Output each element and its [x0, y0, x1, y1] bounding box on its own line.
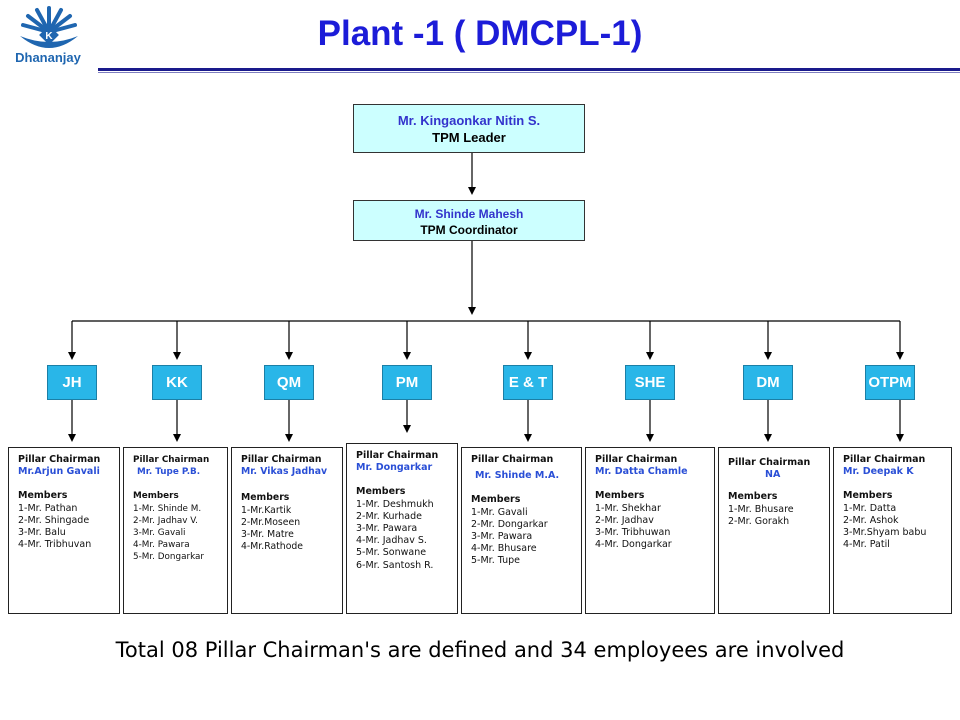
dhananjay-logo: K — [20, 6, 78, 48]
card-chairman: Mr. Dongarkar — [356, 462, 433, 474]
member-item: 5-Mr. Tupe — [471, 555, 520, 567]
logo-wordmark: Dhananjay — [15, 50, 81, 65]
card-chairman: Mr. Tupe P.B. — [137, 467, 201, 478]
card-chairman: Mr. Shinde M.A. — [475, 470, 560, 482]
member-item: 5-Mr. Sonwane — [356, 547, 427, 559]
card-dm: Pillar Chairman NA Members 1-Mr. Bhusare… — [718, 447, 830, 614]
card-jh: Pillar Chairman Mr.Arjun Gavali Members … — [8, 447, 120, 614]
card-members-label: Members — [595, 490, 645, 502]
member-item: 4-Mr. Pawara — [133, 540, 190, 551]
card-chairman: Mr.Arjun Gavali — [18, 466, 100, 478]
pillar-jh: JH — [47, 365, 97, 400]
member-item: 1-Mr. Deshmukh — [356, 498, 434, 510]
card-she: Pillar Chairman Mr. Datta Chamle Members… — [585, 447, 715, 614]
page-title: Plant -1 ( DMCPL-1) — [317, 14, 643, 53]
summary-footer: Total 08 Pillar Chairman's are defined a… — [115, 638, 845, 662]
card-heading: Pillar Chairman — [133, 455, 210, 465]
card-chairman: Mr. Vikas Jadhav — [241, 466, 328, 478]
member-item: 2-Mr. Jadhav V. — [133, 515, 198, 526]
leader-name: Mr. Kingaonkar Nitin S. — [397, 113, 541, 128]
pillar-kk: KK — [152, 365, 202, 400]
card-members-label: Members — [471, 494, 521, 506]
member-item: 1-Mr. Pathan — [18, 502, 78, 514]
card-pm: Pillar Chairman Mr. Dongarkar Members 1-… — [346, 443, 458, 614]
card-heading: Pillar Chairman — [728, 457, 811, 468]
member-item: 2-Mr. Ashok — [843, 514, 899, 526]
member-item: 3-Mr. Gavali — [133, 528, 186, 539]
member-item: 4-Mr. Jadhav S. — [356, 535, 427, 547]
card-members-label: Members — [133, 491, 179, 502]
pillar-dm: DM — [743, 365, 793, 400]
svg-text:K: K — [45, 31, 53, 42]
card-chairman: Mr. Datta Chamle — [595, 466, 688, 478]
member-item: 4-Mr. Patil — [843, 539, 890, 551]
card-otpm: Pillar Chairman Mr. Deepak K Members 1-M… — [833, 447, 952, 614]
card-heading: Pillar Chairman — [356, 450, 439, 461]
leader-role: TPM Leader — [432, 130, 506, 145]
member-item: 4-Mr. Bhusare — [471, 543, 537, 555]
member-item: 4-Mr.Rathode — [241, 541, 304, 553]
pillar-she: SHE — [625, 365, 675, 400]
member-item: 1-Mr. Gavali — [471, 506, 528, 518]
member-item: 3-Mr. Matre — [241, 529, 294, 541]
member-item: 2-Mr. Gorakh — [728, 515, 790, 527]
member-item: 2-Mr. Shingade — [18, 514, 90, 526]
card-heading: Pillar Chairman — [18, 454, 101, 465]
card-kk: Pillar Chairman Mr. Tupe P.B. Members 1-… — [123, 447, 228, 614]
card-qm: Pillar Chairman Mr. Vikas Jadhav Members… — [231, 447, 343, 614]
member-item: 1-Mr. Shinde M. — [133, 503, 202, 514]
pillar-otpm: OTPM — [865, 365, 915, 400]
member-item: 4-Mr. Dongarkar — [595, 539, 672, 551]
card-members-label: Members — [728, 491, 778, 503]
coordinator-role: TPM Coordinator — [420, 223, 518, 237]
tpm-leader-box: Mr. Kingaonkar Nitin S. TPM Leader — [353, 104, 585, 153]
title-divider-thin — [98, 72, 960, 73]
card-chairman: NA — [765, 469, 781, 481]
member-item: 2-Mr.Moseen — [241, 516, 301, 528]
member-item: 3-Mr. Balu — [18, 527, 66, 539]
card-heading: Pillar Chairman — [595, 454, 678, 465]
card-heading: Pillar Chairman — [241, 454, 322, 465]
member-item: 1-Mr.Kartik — [241, 504, 292, 516]
card-members-label: Members — [356, 486, 406, 498]
member-item: 1-Mr. Datta — [843, 502, 897, 514]
member-item: 1-Mr. Bhusare — [728, 503, 794, 515]
pillar-qm: QM — [264, 365, 314, 400]
member-item: 3-Mr. Pawara — [471, 531, 533, 543]
card-members-label: Members — [18, 490, 68, 502]
card-members-label: Members — [843, 490, 893, 502]
member-item: 3-Mr. Pawara — [356, 523, 418, 535]
pillar-pm: PM — [382, 365, 432, 400]
pillar-et: E & T — [503, 365, 553, 400]
title-divider — [98, 68, 960, 71]
member-item: 3-Mr.Shyam babu — [843, 527, 927, 539]
member-item: 5-Mr. Dongarkar — [133, 552, 205, 563]
card-chairman: Mr. Deepak K — [843, 466, 914, 478]
member-item: 1-Mr. Shekhar — [595, 502, 661, 514]
member-item: 2-Mr. Jadhav — [595, 514, 654, 526]
tpm-coordinator-box: Mr. Shinde Mahesh TPM Coordinator — [353, 200, 585, 241]
member-item: 2-Mr. Dongarkar — [471, 518, 548, 530]
card-heading: Pillar Chairman — [471, 454, 554, 465]
member-item: 4-Mr. Tribhuvan — [18, 539, 92, 551]
card-heading: Pillar Chairman — [843, 454, 926, 465]
member-item: 2-Mr. Kurhade — [356, 510, 422, 522]
card-et: Pillar Chairman Mr. Shinde M.A. Members … — [461, 447, 582, 614]
member-item: 6-Mr. Santosh R. — [356, 559, 434, 571]
coordinator-name: Mr. Shinde Mahesh — [414, 207, 524, 221]
member-item: 3-Mr. Tribhuwan — [595, 527, 671, 539]
card-members-label: Members — [241, 492, 290, 504]
